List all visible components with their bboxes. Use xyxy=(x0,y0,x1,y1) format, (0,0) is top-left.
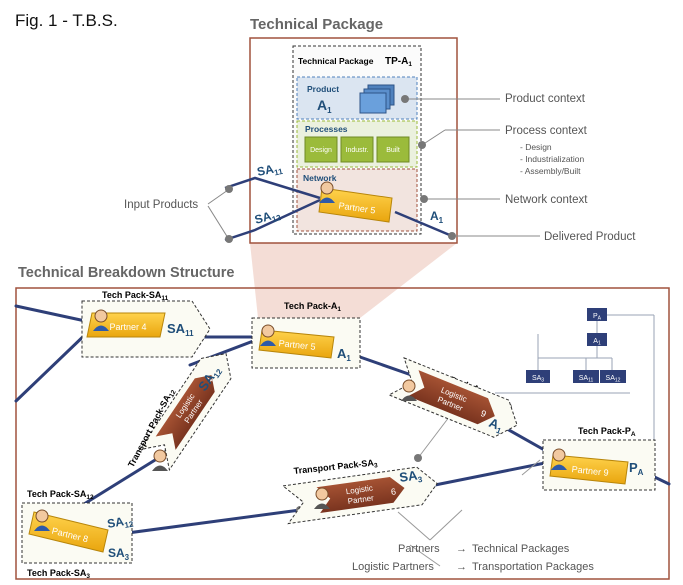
legend-partners: Partners xyxy=(398,543,440,555)
svg-text:4: 4 xyxy=(204,375,215,385)
svg-text:SA12: SA12 xyxy=(606,375,621,384)
tech-pack-sa12-code-b: SA3 xyxy=(108,546,130,562)
svg-text:Industr.: Industr. xyxy=(346,147,369,154)
tree-node-pa: PA xyxy=(587,308,607,322)
legend-arrow-1: → xyxy=(456,543,467,555)
process-context-label: Process context xyxy=(505,125,588,137)
tech-pack-pa-partner: Partner 9 xyxy=(571,464,609,478)
tech-pack-pa-title: Tech Pack-PA xyxy=(578,426,636,438)
svg-text:Design: Design xyxy=(310,147,332,154)
tree-node-sa3: SA3 xyxy=(526,370,550,384)
tree-node-sa11: SA11 xyxy=(573,370,599,384)
tech-pack-pa: Partner 9 PA xyxy=(542,439,656,491)
network-context-label: Network context xyxy=(505,194,588,206)
tech-pack-a1-code: A1 xyxy=(337,346,351,363)
processes-label: Processes xyxy=(305,124,348,134)
sa12-partner-avatar-icon xyxy=(34,509,50,531)
callout-leaders xyxy=(207,98,540,239)
svg-text:PA: PA xyxy=(593,313,602,322)
transport-pack-sa12: Logistic Partner 4 xyxy=(138,353,232,472)
input-label-sa12: SA12 xyxy=(253,206,283,229)
a1-partner-avatar-icon xyxy=(260,324,276,346)
technical-package-heading: Technical Package xyxy=(250,16,383,33)
output-label-a1: A1 xyxy=(430,209,444,225)
output-line-a1 xyxy=(394,210,453,238)
transport-pack-sa3-code: SA3 xyxy=(398,467,423,487)
inner-package-title: Technical Package xyxy=(298,56,374,66)
svg-text:Logistic: Logistic xyxy=(345,484,373,497)
product-stack-icon xyxy=(359,84,395,114)
input-products-label: Input Products xyxy=(124,199,198,211)
tech-pack-sa3-title: Tech Pack-SA3 xyxy=(27,568,90,580)
top-partner-5-card: Partner 5 xyxy=(318,187,393,223)
tbs-frame xyxy=(15,287,670,580)
tech-pack-pa-code: PA xyxy=(629,460,644,477)
process-box-built: Built xyxy=(376,136,410,163)
process-box-design: Design xyxy=(304,136,338,163)
process-item-industrialization: - Industrialization xyxy=(520,154,585,164)
tech-pack-sa12-code-a: SA12 xyxy=(106,513,135,533)
pa-partner-avatar-icon xyxy=(551,448,567,470)
a1-logistic-avatar-icon xyxy=(401,379,417,401)
sa12-logistic-avatar-icon xyxy=(152,449,168,471)
product-tree-lines xyxy=(495,314,655,455)
zoom-connector xyxy=(250,243,457,318)
top-partner-avatar-icon xyxy=(319,181,335,203)
transport-pack-a1: Logistic Partner 9 xyxy=(387,356,518,438)
legend-technical-packages: Technical Packages xyxy=(472,543,570,555)
product-context-label: Product context xyxy=(505,93,586,105)
input-line-sa12 xyxy=(224,198,321,242)
process-item-design: - Design xyxy=(520,142,552,152)
legend-arrow-2: → xyxy=(456,561,467,573)
callout-dots xyxy=(225,95,456,243)
svg-text:Built: Built xyxy=(386,147,400,154)
tree-node-a1: A1 xyxy=(587,333,607,347)
legend-transportation-packages: Transportation Packages xyxy=(472,561,594,573)
product-label: Product xyxy=(307,84,339,94)
svg-text:6: 6 xyxy=(390,486,396,497)
legend-logistic-partners: Logistic Partners xyxy=(352,561,434,573)
inner-package-code: TP-A1 xyxy=(385,56,412,68)
svg-text:Partner: Partner xyxy=(347,493,375,506)
tech-pack-sa12-title: Tech Pack-SA12 xyxy=(27,489,94,501)
tree-node-sa12: SA12 xyxy=(600,370,626,384)
input-label-sa11: SA11 xyxy=(256,160,284,181)
svg-text:A1: A1 xyxy=(593,338,601,347)
svg-text:9: 9 xyxy=(479,408,487,419)
delivered-product-label: Delivered Product xyxy=(544,231,636,243)
process-box-industr: Industr. xyxy=(340,136,374,163)
tech-pack-sa11-title: Tech Pack-SA11 xyxy=(102,290,169,302)
tech-pack-sa11-code: SA11 xyxy=(167,321,194,338)
tech-pack-a1: Partner 5 A1 xyxy=(251,317,361,369)
product-section xyxy=(296,76,418,120)
svg-text:SA11: SA11 xyxy=(579,375,594,384)
tech-pack-a1-title: Tech Pack-A1 xyxy=(284,301,341,313)
tech-pack-a1-partner: Partner 5 xyxy=(278,338,316,352)
sa11-partner-avatar-icon xyxy=(93,309,109,331)
process-item-assembly: - Assembly/Built xyxy=(520,166,581,176)
input-line-sa11 xyxy=(224,176,321,200)
sa3-logistic-avatar-icon xyxy=(314,487,330,509)
tbs-heading: Technical Breakdown Structure xyxy=(18,265,234,281)
transport-pack-sa3: Logistic Partner 6 xyxy=(281,466,438,525)
transport-pack-a1-code: A1 xyxy=(486,415,506,436)
tech-pack-sa11-partner: Partner 4 xyxy=(109,322,146,332)
network-label: Network xyxy=(303,173,337,183)
svg-text:SA3: SA3 xyxy=(532,375,544,384)
product-code: A1 xyxy=(317,97,332,115)
figure-title: Fig. 1 - T.B.S. xyxy=(15,11,118,30)
